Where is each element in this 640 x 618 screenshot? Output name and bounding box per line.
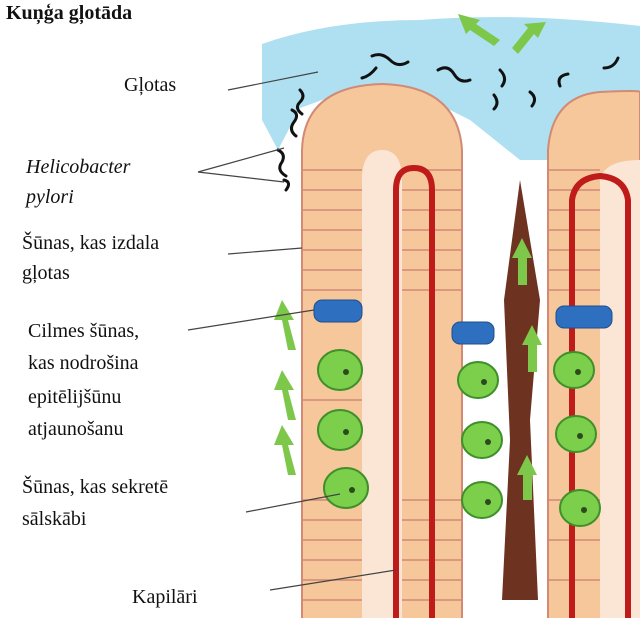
- label-capillaries: Kapilāri: [132, 584, 198, 610]
- label-mucous-cells-line2: gļotas: [22, 260, 70, 286]
- label-mucus: Gļotas: [124, 72, 176, 98]
- label-hp-line1: Helicobacter: [26, 154, 130, 180]
- label-parietal-cells-line2: sālskābi: [22, 506, 86, 532]
- label-stem-cells-line4: atjaunošanu: [28, 416, 124, 442]
- lamina-propria-villus-2: [600, 160, 640, 618]
- label-mucous-cells-line1: Šūnas, kas izdala: [22, 230, 159, 256]
- label-parietal-cells-line1: Šūnas, kas sekretē: [22, 474, 168, 500]
- stem-cell: [314, 300, 362, 322]
- stem-cell: [452, 322, 494, 344]
- stem-cell: [556, 306, 612, 328]
- label-stem-cells-line1: Cilmes šūnas,: [28, 318, 139, 344]
- label-stem-cells-line3: epitēlijšūnu: [28, 384, 121, 410]
- label-stem-cells-line2: kas nodrošina: [28, 350, 139, 376]
- label-hp-line2: pylori: [26, 184, 74, 210]
